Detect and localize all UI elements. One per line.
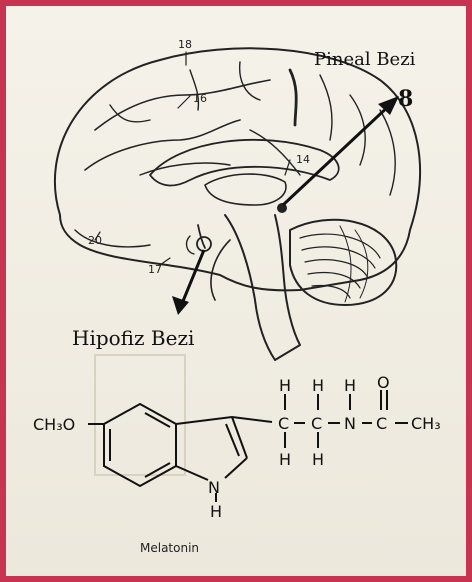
number-14: 14	[296, 153, 310, 166]
label-glyph: 8	[398, 86, 413, 112]
h-top-1: H	[279, 376, 291, 395]
number-16: 16	[193, 92, 207, 105]
h-top-3: H	[344, 376, 356, 395]
chain-carbon-3: C	[376, 414, 387, 433]
faint-box	[95, 355, 185, 475]
number-18: 18	[178, 38, 192, 51]
melatonin-structure	[88, 390, 408, 502]
h-bottom-1: H	[279, 450, 291, 469]
brain-outline	[55, 48, 420, 290]
h-top-2: H	[312, 376, 324, 395]
label-pineal-gland: Pineal Bezi	[314, 49, 416, 70]
brainstem	[225, 215, 300, 360]
chain-carbon-1: C	[278, 414, 289, 433]
brain-illustration	[55, 48, 420, 360]
ring-hydrogen: H	[210, 502, 222, 521]
h-bottom-2: H	[312, 450, 324, 469]
terminal-methyl: CH₃	[411, 414, 441, 433]
methoxy-group: CH₃O	[33, 415, 75, 434]
chain-carbon-2: C	[311, 414, 322, 433]
label-hypophysis: Hipofiz Bezi	[72, 326, 194, 350]
carbonyl-oxygen: O	[377, 373, 390, 392]
hypophysis-arrow	[172, 250, 204, 315]
number-17: 17	[148, 263, 162, 276]
ring-nitrogen: N	[208, 478, 220, 497]
molecule-caption: Melatonin	[140, 541, 199, 555]
number-20: 20	[88, 234, 102, 247]
chain-nitrogen: N	[344, 414, 356, 433]
benzene-ring	[104, 404, 176, 486]
pineal-arrow	[283, 96, 399, 205]
